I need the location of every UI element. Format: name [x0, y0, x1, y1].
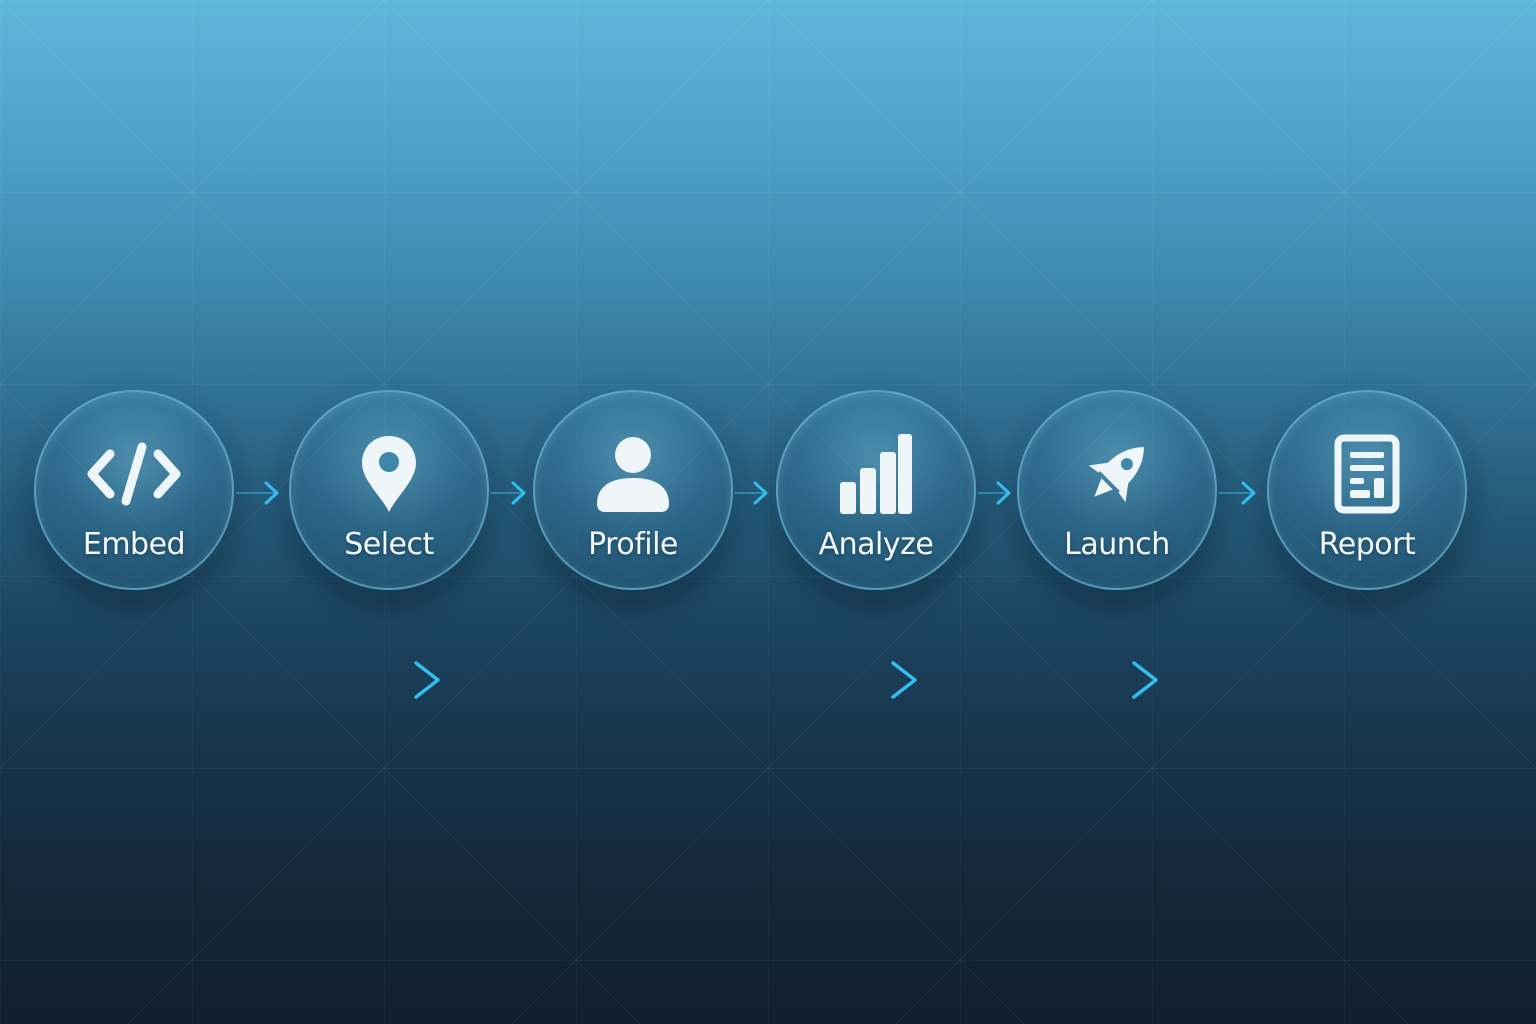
flow-arrow-1 — [200, 661, 440, 699]
code-icon — [84, 434, 184, 514]
document-icon — [1317, 434, 1417, 514]
connector-arrow-5 — [1219, 481, 1256, 505]
step-launch[interactable]: Launch — [1017, 390, 1217, 590]
connector-arrow-2 — [491, 481, 526, 505]
flow-arrow-2 — [480, 661, 917, 699]
step-report[interactable]: Report — [1267, 390, 1467, 590]
step-label: Profile — [588, 527, 678, 562]
step-label: Select — [344, 527, 434, 562]
step-label: Report — [1318, 527, 1416, 562]
map-pin-icon — [339, 434, 439, 514]
step-label: Embed — [82, 527, 186, 562]
connector-arrow-1 — [236, 481, 279, 505]
step-label: Analyze — [818, 527, 934, 562]
rocket-icon — [1067, 434, 1167, 514]
user-icon — [583, 434, 683, 514]
step-analyze[interactable]: Analyze — [776, 390, 976, 590]
step-embed[interactable]: Embed — [34, 390, 234, 590]
connector-arrow-4 — [978, 481, 1011, 505]
bar-chart-icon — [826, 434, 926, 514]
step-select[interactable]: Select — [289, 390, 489, 590]
connector-arrow-3 — [735, 481, 768, 505]
step-label: Launch — [1064, 527, 1170, 562]
step-profile[interactable]: Profile — [533, 390, 733, 590]
flow-arrow-3 — [955, 661, 1158, 699]
